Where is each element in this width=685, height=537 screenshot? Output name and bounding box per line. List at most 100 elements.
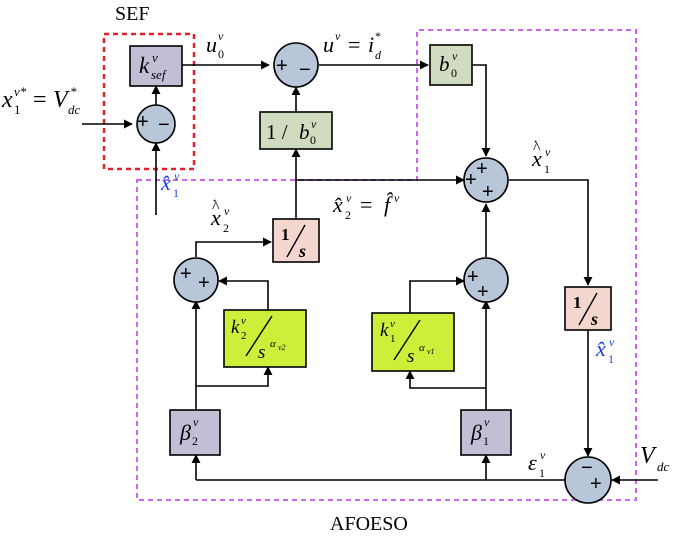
svg-text:1: 1 xyxy=(390,333,396,345)
x1hat-feedback-label: x̂ 1 v xyxy=(160,169,180,200)
svg-text:b: b xyxy=(299,120,310,144)
svg-text:0: 0 xyxy=(310,133,316,147)
svg-text:+: + xyxy=(482,181,494,203)
svg-text:1: 1 xyxy=(544,162,550,176)
svg-text:d: d xyxy=(375,48,382,62)
svg-text:s: s xyxy=(258,342,265,363)
vdc-label: V dc xyxy=(640,443,670,474)
svg-text:ε: ε xyxy=(528,450,537,475)
svg-text:2: 2 xyxy=(241,330,247,342)
svg-text:v: v xyxy=(346,191,352,205)
svg-text:v: v xyxy=(609,335,615,349)
left-summer: + + xyxy=(173,257,219,303)
wire-beta2-k2 xyxy=(196,366,273,387)
svg-text:x̂: x̂ xyxy=(160,170,171,195)
svg-text:k: k xyxy=(231,317,240,338)
beta2-block: β v 2 xyxy=(169,409,221,456)
svg-text:β: β xyxy=(470,420,482,445)
svg-text:β: β xyxy=(179,420,191,445)
svg-text:s: s xyxy=(407,346,414,367)
u-equals-id-label: u v = i * d xyxy=(323,29,382,62)
svg-text:x̂: x̂ xyxy=(332,192,343,217)
epsilon-label: ε 1 v xyxy=(528,448,546,480)
wire-x1dot xyxy=(509,179,593,286)
u-summer: + − xyxy=(273,42,319,88)
x2hat-f-label: x̂ 2 v = f̂ v xyxy=(332,191,400,222)
svg-text:1: 1 xyxy=(281,225,290,244)
svg-text:v1: v1 xyxy=(427,347,435,356)
svg-text:1: 1 xyxy=(573,293,582,312)
x1dot-hat-label: x ^ · 1 v xyxy=(531,134,551,176)
x1hat-output-label: x̂ 1 v xyxy=(595,335,615,366)
k2-fractional-block: k 2 v s α v2 xyxy=(223,309,307,368)
svg-text:v*: v* xyxy=(14,84,27,99)
svg-text:+: + xyxy=(476,158,488,180)
svg-text:+: + xyxy=(276,55,288,77)
svg-text:s: s xyxy=(590,309,598,329)
svg-text:−: − xyxy=(158,114,170,136)
svg-text:v: v xyxy=(394,191,400,205)
svg-text:k: k xyxy=(139,53,150,78)
svg-text:s: s xyxy=(298,241,306,261)
u0-label: u v 0 xyxy=(206,29,224,61)
svg-text:k: k xyxy=(380,320,389,341)
svg-text:u: u xyxy=(323,32,334,57)
svg-text:+: + xyxy=(590,473,602,495)
svg-text:x: x xyxy=(1,87,13,113)
svg-text:dc: dc xyxy=(68,102,81,117)
svg-text:v: v xyxy=(152,50,158,65)
svg-text:v: v xyxy=(218,29,224,43)
svg-text:·: · xyxy=(533,134,538,151)
svg-text:0: 0 xyxy=(218,47,224,61)
svg-text:+: + xyxy=(137,111,149,133)
svg-text:−: − xyxy=(581,457,593,479)
svg-text:v: v xyxy=(224,204,230,218)
svg-text:1: 1 xyxy=(483,434,489,448)
ksef-block: k v sef xyxy=(129,45,183,87)
svg-text:dc: dc xyxy=(657,459,670,474)
svg-text:1 /: 1 / xyxy=(266,120,288,144)
svg-text:0: 0 xyxy=(451,66,457,80)
svg-text:+: + xyxy=(477,281,489,303)
svg-text:*: * xyxy=(70,84,77,99)
svg-text:i: i xyxy=(368,32,374,57)
wire-b0-bigsum xyxy=(472,64,491,157)
b0-block: b v 0 xyxy=(429,44,473,86)
beta1-block: β v 1 xyxy=(460,409,512,456)
svg-text:b: b xyxy=(439,52,450,76)
sef-title: SEF xyxy=(115,3,149,25)
svg-text:v: v xyxy=(545,145,551,159)
svg-text:^: ^ xyxy=(533,140,541,157)
svg-text:v: v xyxy=(540,448,546,462)
svg-text:v: v xyxy=(484,415,490,429)
svg-text:v: v xyxy=(452,49,458,63)
wire-k1-sum xyxy=(409,276,465,313)
sef-summer: + − xyxy=(136,104,176,144)
svg-text:1: 1 xyxy=(173,186,179,200)
svg-text:V: V xyxy=(53,87,70,113)
svg-text:+: + xyxy=(467,266,479,288)
big-summer: + + + xyxy=(463,157,509,203)
svg-text:=: = xyxy=(348,32,360,57)
svg-text:+: + xyxy=(465,169,477,191)
svg-text:2: 2 xyxy=(345,208,351,222)
svg-text:1: 1 xyxy=(608,352,614,366)
svg-text:·: · xyxy=(212,193,217,210)
svg-text:x: x xyxy=(531,146,542,171)
svg-text:x: x xyxy=(210,205,221,230)
svg-text:v: v xyxy=(335,29,341,43)
svg-text:2: 2 xyxy=(223,221,229,235)
svg-text:+: + xyxy=(198,272,210,294)
error-summer: − + xyxy=(564,456,612,504)
svg-text:v: v xyxy=(390,318,395,330)
svg-text:2: 2 xyxy=(192,434,198,448)
right-summer: + + xyxy=(463,257,509,303)
svg-text:=: = xyxy=(360,192,372,217)
wire-beta1-k1 xyxy=(405,370,486,389)
svg-text:v: v xyxy=(193,415,199,429)
k1-fractional-block: k 1 v s α v1 xyxy=(371,312,455,372)
svg-text:+: + xyxy=(180,263,192,285)
svg-text:V: V xyxy=(640,443,657,469)
x2dot-hat-label: x ^ · 2 v xyxy=(210,193,230,235)
svg-text:v: v xyxy=(241,315,246,327)
